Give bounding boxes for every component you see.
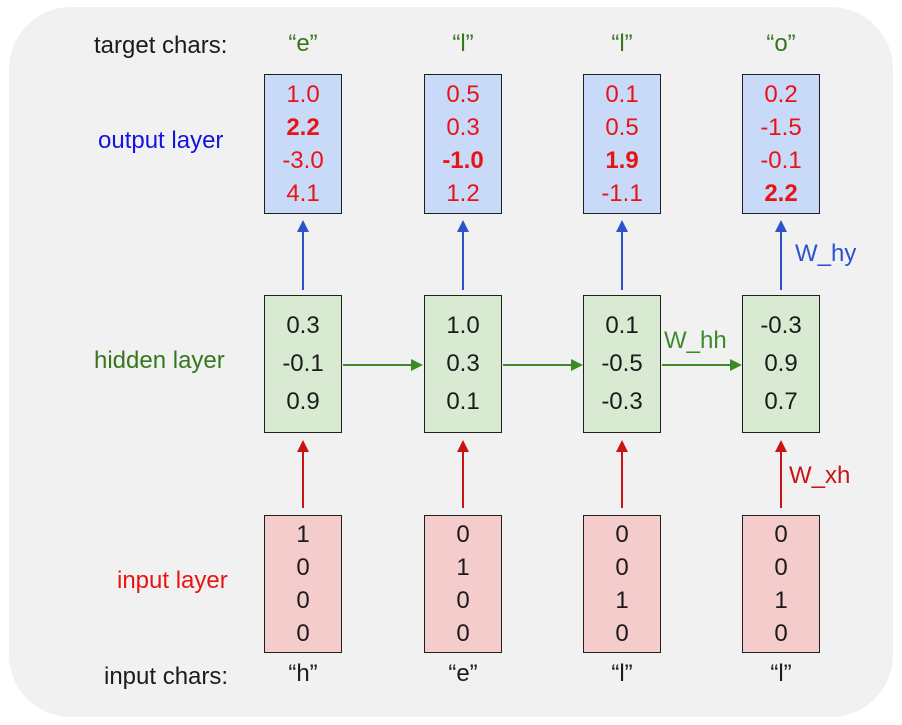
output-value: 0.2 [764,81,798,108]
input-to-hidden-arrow [297,440,309,508]
input-value: 0 [615,554,629,581]
input-value: 1 [456,554,470,581]
output-vector: 0.2 -1.5 -0.1 2.2 [742,74,820,214]
hidden-value: 0.1 [446,388,480,415]
input-value: 0 [296,620,310,647]
output-value: -0.1 [760,147,802,174]
input-vector: 1 0 0 0 [264,515,342,653]
output-vector: 0.1 0.5 1.9 -1.1 [583,74,661,214]
hidden-value: 0.3 [446,350,480,377]
input-value: 0 [456,521,470,548]
hidden-to-hidden-arrow [503,359,583,371]
w-xh-label: W_xh [789,462,851,489]
hidden-value: 0.9 [764,350,798,377]
output-value: 0.1 [605,81,639,108]
w-hy-label: W_hy [795,240,857,267]
output-value: -3.0 [282,147,324,174]
input-to-hidden-arrow [616,440,628,508]
hidden-value: 0.1 [605,312,639,339]
input-vector: 0 0 1 0 [583,515,661,653]
output-value: 2.2 [764,180,798,207]
hidden-to-output-arrow [457,220,469,290]
w-hh-label: W_hh [664,327,727,354]
target-chars-label: target chars: [94,32,228,59]
target-char: “o” [766,30,796,57]
hidden-vector: -0.3 0.9 0.7 [742,295,820,433]
hidden-vector: 0.1 -0.5 -0.3 [583,295,661,433]
hidden-value: 0.9 [286,388,320,415]
hidden-to-hidden-arrow [343,359,423,371]
input-char: “l” [770,660,792,687]
input-chars-label: input chars: [104,663,229,690]
hidden-value: 1.0 [446,312,480,339]
target-char: “l” [452,30,474,57]
input-to-hidden-arrow [775,440,787,508]
input-vector: 0 1 0 0 [424,515,502,653]
input-value: 1 [615,587,629,614]
hidden-layer-label: hidden layer [94,347,225,374]
hidden-value: -0.3 [601,388,643,415]
input-value: 0 [296,587,310,614]
hidden-to-hidden-arrow [662,359,742,371]
input-value: 0 [296,554,310,581]
output-value: -1.5 [760,114,802,141]
input-value: 0 [615,521,629,548]
output-value: -1.0 [442,147,484,174]
target-char: “l” [611,30,633,57]
input-value: 0 [615,620,629,647]
output-vector: 0.5 0.3 -1.0 1.2 [424,74,502,214]
output-value: 4.1 [286,180,320,207]
hidden-value: 0.7 [764,388,798,415]
output-value: -1.1 [601,180,643,207]
input-to-hidden-arrow [457,440,469,508]
hidden-value: -0.3 [760,312,802,339]
hidden-vector: 0.3 -0.1 0.9 [264,295,342,433]
hidden-to-output-arrow [616,220,628,290]
hidden-value: -0.5 [601,350,643,377]
output-layer-label: output layer [98,127,224,154]
input-value: 1 [774,587,788,614]
output-value: 0.5 [605,114,639,141]
hidden-to-output-arrow [297,220,309,290]
hidden-value: 0.3 [286,312,320,339]
hidden-vector: 1.0 0.3 0.1 [424,295,502,433]
input-value: 0 [456,587,470,614]
input-value: 0 [774,521,788,548]
target-char: “e” [288,30,318,57]
input-char: “l” [611,660,633,687]
input-vector: 0 0 1 0 [742,515,820,653]
input-char: “e” [448,660,478,687]
output-value: 1.0 [286,81,320,108]
output-value: 2.2 [286,114,320,141]
input-value: 0 [456,620,470,647]
output-value: 0.3 [446,114,480,141]
input-value: 0 [774,554,788,581]
input-char: “h” [288,660,318,687]
input-value: 1 [296,521,310,548]
output-value: 1.2 [446,180,480,207]
output-vector: 1.0 2.2 -3.0 4.1 [264,74,342,214]
input-layer-label: input layer [117,567,228,594]
hidden-value: -0.1 [282,350,324,377]
input-value: 0 [774,620,788,647]
output-value: 0.5 [446,81,480,108]
output-value: 1.9 [605,147,639,174]
hidden-to-output-arrow [775,220,787,290]
